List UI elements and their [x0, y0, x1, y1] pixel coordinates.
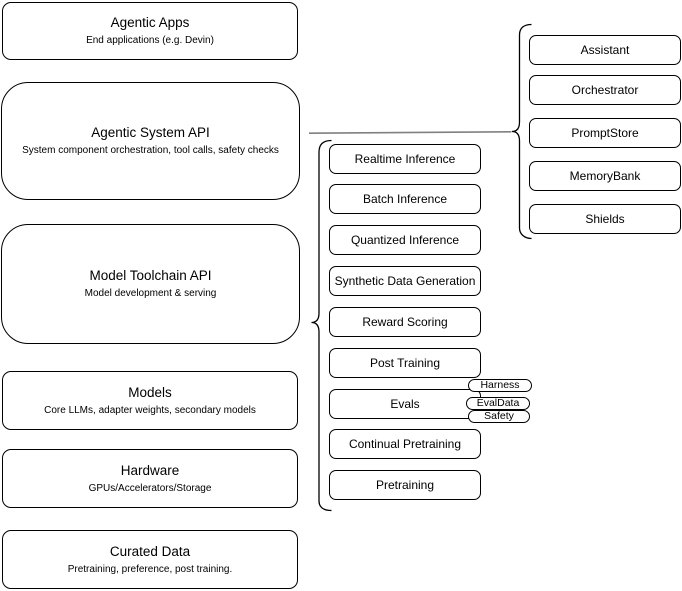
curated-data-title: Curated Data — [109, 543, 191, 559]
toolchain-item-synthetic-data-generation: Synthetic Data Generation — [329, 266, 481, 296]
models-subtitle: Core LLMs, adapter weights, secondary mo… — [44, 404, 256, 416]
toolchain-item-batch-inference: Batch Inference — [329, 184, 481, 214]
toolchain-item-evals: Evals — [329, 389, 481, 419]
evals-badge-safety: Safety — [468, 410, 530, 423]
system-api-connector-line — [308, 131, 512, 134]
toolchain-item-continual-pretraining: Continual Pretraining — [329, 429, 481, 459]
toolchain-item-pretraining: Pretraining — [329, 470, 481, 500]
agentic-apps-title: Agentic Apps — [110, 15, 190, 30]
system-item-orchestrator: Orchestrator — [529, 75, 681, 105]
models-box: Models Core LLMs, adapter weights, secon… — [2, 371, 298, 430]
agentic-apps-box: Agentic Apps End applications (e.g. Devi… — [2, 2, 298, 60]
toolchain-item-post-training: Post Training — [329, 348, 481, 378]
toolchain-item-reward-scoring: Reward Scoring — [329, 307, 481, 337]
agentic-system-api-title: Agentic System API — [91, 125, 210, 140]
hardware-subtitle: GPUs/Accelerators/Storage — [88, 482, 212, 494]
system-item-memorybank: MemoryBank — [529, 161, 681, 191]
hardware-box: Hardware GPUs/Accelerators/Storage — [2, 449, 298, 508]
toolchain-item-quantized-inference: Quantized Inference — [329, 225, 481, 255]
evals-badge-evaldata: EvalData — [466, 397, 530, 410]
agentic-apps-subtitle: End applications (e.g. Devin) — [86, 35, 214, 46]
system-item-assistant: Assistant — [529, 35, 681, 65]
toolchain-item-realtime-inference: Realtime Inference — [329, 144, 481, 174]
model-toolchain-api-subtitle: Model development & serving — [84, 288, 217, 299]
models-title: Models — [128, 384, 172, 400]
system-item-shields: Shields — [529, 204, 681, 234]
evals-badge-harness: Harness — [468, 379, 532, 392]
system-item-promptstore: PromptStore — [529, 118, 681, 148]
hardware-title: Hardware — [120, 462, 180, 478]
curated-data-subtitle: Pretraining, preference, post training. — [67, 563, 233, 575]
model-toolchain-api-title: Model Toolchain API — [89, 268, 212, 283]
curated-data-box: Curated Data Pretraining, preference, po… — [2, 530, 298, 589]
model-toolchain-api-box: Model Toolchain API Model development & … — [1, 224, 300, 344]
agentic-system-api-box: Agentic System API System component orch… — [1, 82, 300, 200]
agentic-system-api-subtitle: System component orchestration, tool cal… — [22, 145, 279, 156]
